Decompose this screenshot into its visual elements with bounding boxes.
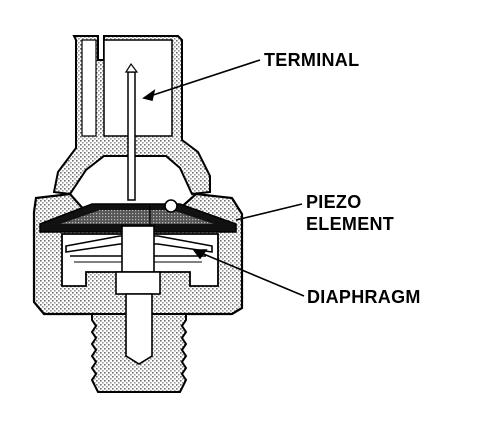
threaded-stem — [90, 293, 188, 393]
piezo-label-line2: ELEMENT — [306, 214, 395, 234]
terminal-leader-line — [143, 59, 261, 99]
piezo-label-line1: PIEZO — [306, 192, 362, 212]
leader-lines — [142, 59, 305, 297]
piezo-leader-line — [235, 203, 303, 221]
diaphragm-assembly — [65, 206, 213, 295]
diaphragm-leader-line — [193, 249, 305, 297]
piezo-element-label: PIEZO ELEMENT — [306, 191, 394, 235]
terminal-label: TERMINAL — [264, 50, 360, 70]
diaphragm-label: DIAPHRAGM — [307, 287, 421, 307]
connector-housing — [52, 35, 211, 201]
terminal-pin — [127, 71, 136, 201]
